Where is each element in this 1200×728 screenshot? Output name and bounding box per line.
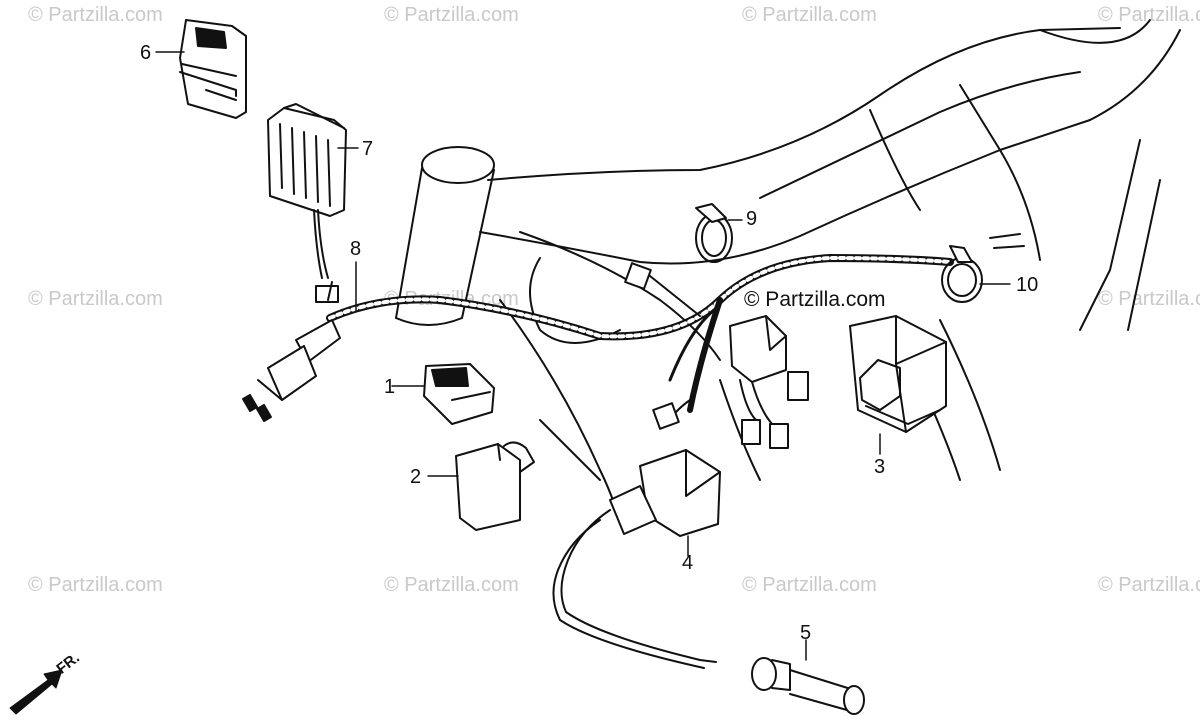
part-4-switch <box>552 449 721 669</box>
part-2-cap <box>455 441 535 531</box>
part-5-plug <box>751 657 865 715</box>
watermark: © Partzilla.com <box>742 574 877 596</box>
callout-2: 2 <box>410 466 422 488</box>
part-6-bracket <box>179 19 247 119</box>
callout-5: 5 <box>800 622 812 644</box>
frame-backbone <box>479 19 1181 521</box>
watermark: © Partzilla.com <box>1098 574 1200 596</box>
callout-7: 7 <box>362 138 374 160</box>
front-arrow-icon <box>9 669 63 715</box>
watermark: © Partzilla.com <box>384 4 519 26</box>
part-9-clamp <box>695 203 733 263</box>
part-8-connector <box>242 319 341 423</box>
callout-3: 3 <box>874 456 886 478</box>
watermark: © Partzilla.com <box>384 574 519 596</box>
watermark: © Partzilla.com <box>28 288 163 310</box>
part-1-block <box>423 363 495 425</box>
callout-9: 9 <box>746 208 758 230</box>
frame-head-tube <box>395 146 495 326</box>
watermark: © Partzilla.com <box>28 574 163 596</box>
watermark: © Partzilla.com <box>1098 288 1200 310</box>
ignition-switch-cluster <box>652 315 809 449</box>
watermark: © Partzilla.com <box>742 4 877 26</box>
callout-8: 8 <box>350 238 362 260</box>
callout-6: 6 <box>140 42 152 64</box>
callout-10: 10 <box>1016 274 1039 296</box>
part-3-block <box>849 315 947 433</box>
center-watermark: © Partzilla.com <box>744 288 886 311</box>
callout-1: 1 <box>384 376 396 398</box>
callout-4: 4 <box>682 552 694 574</box>
watermark: © Partzilla.com <box>1098 4 1200 26</box>
wire-harness <box>326 254 954 413</box>
part-7-regulator <box>267 103 347 303</box>
watermark: © Partzilla.com <box>28 4 163 26</box>
part-10-clamp <box>941 233 1025 303</box>
leader-lines <box>155 51 1011 661</box>
